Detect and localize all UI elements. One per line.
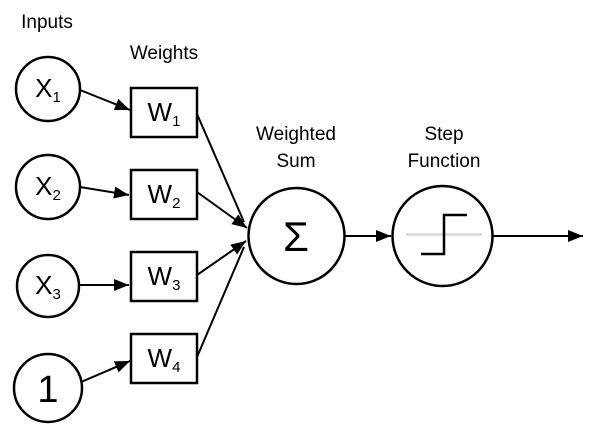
- input-label-x1: X1: [35, 73, 61, 106]
- weight-box-w3: [129, 250, 199, 303]
- weight-box-w2: [129, 168, 199, 221]
- weight-label-w1: W1: [148, 97, 181, 130]
- weight-label-w3: W3: [148, 261, 181, 294]
- weight-label-w4: W4: [148, 343, 181, 376]
- step-function-node: [391, 184, 494, 288]
- step-function-icon: [406, 213, 482, 256]
- arrow-bias-to-w4: [80, 360, 131, 383]
- weight-box-w1: [129, 86, 199, 139]
- step-function-heading-line2: Function: [408, 151, 481, 172]
- input-label-x2: X2: [35, 171, 61, 204]
- weights-heading: Weights: [130, 43, 198, 64]
- line-w1-to-sum: [196, 113, 245, 223]
- input-label-x3: X3: [35, 270, 61, 303]
- weight-box-w4: [129, 332, 199, 385]
- step-function-heading-line1: Step: [424, 124, 463, 145]
- arrow-w2-to-sum: [196, 191, 248, 229]
- arrow-w3-to-sum: [196, 240, 247, 276]
- inputs-heading: Inputs: [21, 12, 73, 33]
- line-w4-to-sum: [196, 246, 245, 358]
- input-label-bias: 1: [37, 369, 58, 411]
- input-node-bias: [12, 352, 84, 424]
- arrow-x1-to-w1: [79, 89, 131, 111]
- step-curve: [421, 213, 467, 256]
- weighted-sum-heading-line2: Sum: [276, 151, 315, 172]
- sigma-symbol: Σ: [283, 213, 309, 260]
- weighted-sum-heading-line1: Weighted: [256, 124, 336, 145]
- input-node-x1: [14, 55, 82, 123]
- arrow-x2-to-w2: [79, 186, 130, 199]
- weight-label-w2: W2: [148, 179, 181, 212]
